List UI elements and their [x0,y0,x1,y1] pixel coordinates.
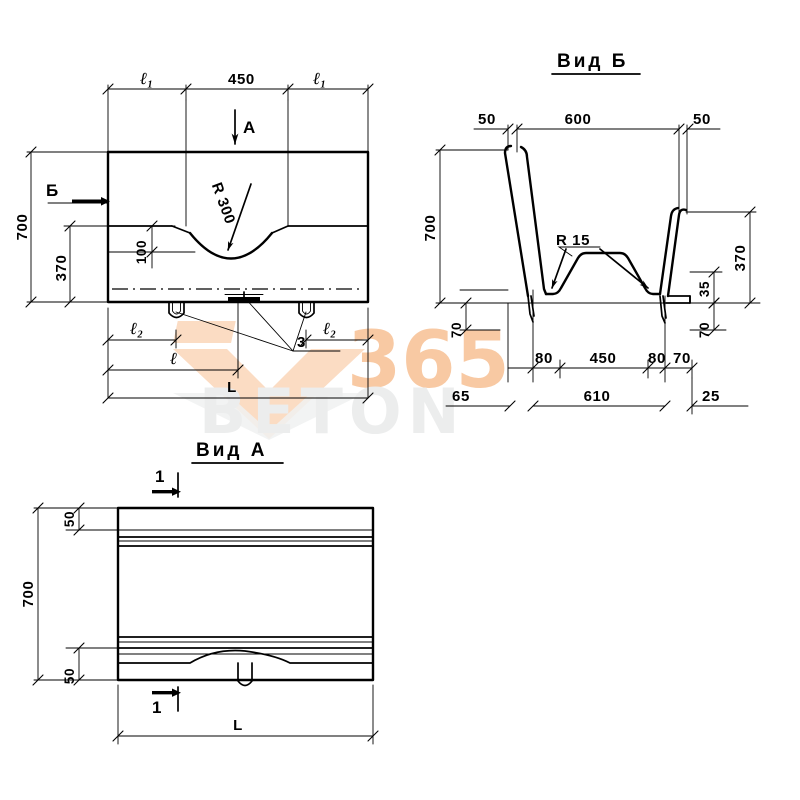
view-b-title: Вид Б [557,51,628,72]
section-arrow-a: A [231,109,255,145]
dim-35-b: 35 [697,281,712,297]
front-dim-370: 370 [53,220,116,308]
view-b-dim-370: 370 [685,206,757,309]
callout-3-label: 3 [297,334,306,351]
dim-600-b: 600 [565,111,592,128]
dim-50-left-b: 50 [478,111,496,128]
view-a-dim-L: L [112,684,379,745]
radius-r15-leader: R 15 [551,232,649,289]
dim-50-right-b: 50 [693,111,711,128]
dim-700-b: 700 [422,215,439,242]
dim-80-right-b: 80 [648,350,666,367]
dim-70-left-b: 70 [449,322,464,338]
radius-r15-label: R 15 [556,232,590,249]
front-dim-700: 700 [14,146,109,308]
view-b-top-dim-chain: 50 600 50 [473,111,721,215]
view-a-dim-700: 700 [20,502,123,686]
dim-L-front: L [227,379,237,396]
dim-700-a: 700 [20,581,37,608]
front-top-dimension-chain: ℓ₁ 450 ℓ₁ [102,69,374,153]
view-b-bottom-chain: 80 450 80 70 [507,289,698,383]
dim-65-b: 65 [452,388,470,405]
dim-50-top-a: 50 [62,511,77,527]
radius-r300-leader: R 300 [208,180,252,251]
section-mark-1-bottom: 1 [152,686,181,717]
dim-450-top: 450 [228,71,255,88]
section-1-top-arrowhead [152,487,181,496]
section-label-1-top: 1 [155,467,164,486]
view-b-profile [443,144,761,324]
dim-370-front: 370 [53,255,70,282]
dim-l2-right: ℓ₂ [323,319,336,338]
view-b-dim-70-right: 70 [689,297,727,338]
dim-l-small: ℓ [170,349,177,368]
dim-70-far-b: 70 [673,350,691,367]
dim-80-left-b: 80 [535,350,553,367]
radius-r300-label: R 300 [208,180,239,226]
dim-L-a: L [233,717,243,734]
view-b-dim-35: 35 [689,266,723,309]
view-a-dim-50-bottom: 50 [62,642,123,686]
dim-370-b: 370 [732,245,749,272]
dim-50-bottom-a: 50 [62,668,77,684]
callout-3-leader: 3 [175,296,341,371]
view-a-title: Вид А [196,440,267,461]
dim-l1-left: ℓ₁ [140,69,153,88]
section-label-a: A [243,118,255,137]
dim-100-front: 100 [134,240,149,264]
section-b-arrowhead [72,197,110,206]
section-mark-1-top: 1 [152,467,181,498]
section-label-1-bottom: 1 [152,698,161,717]
view-a-group: Вид А 1 [20,440,379,745]
section-1-bottom-arrowhead [152,688,181,697]
dim-25-b: 25 [702,388,720,405]
front-body-outline [106,150,370,304]
section-arrow-b: Б [46,181,110,206]
dim-70-right-b: 70 [697,322,712,338]
view-b-group: Вид Б [422,51,761,415]
view-b-dim-700: 700 [422,144,509,309]
dim-700-front: 700 [14,214,31,241]
lifting-loops [168,301,315,319]
dim-610-b: 610 [584,388,611,405]
view-a-body [116,506,375,687]
dim-l2-left: ℓ₂ [130,319,143,338]
section-label-b: Б [46,181,58,200]
embedded-plate [224,291,264,302]
dim-450-b: 450 [590,350,617,367]
front-dim-100: 100 [134,220,176,269]
dim-l1-right: ℓ₁ [313,69,326,88]
front-field-dividers [185,99,289,227]
view-b-base-chain: 65 610 25 [445,377,749,415]
view-b-dim-70-left: 70 [449,289,509,338]
front-elevation-view: ℓ₁ 450 ℓ₁ A Б 700 [14,69,374,404]
front-bottom-dimension-chains: ℓ₂ ℓ₂ ℓ L [102,307,374,404]
